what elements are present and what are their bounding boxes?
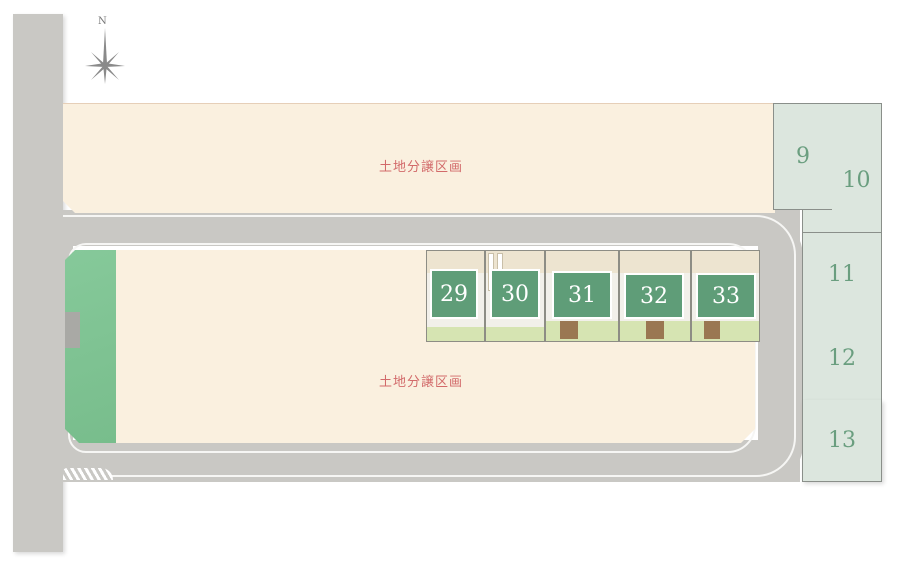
lawn-strip xyxy=(546,321,618,341)
road-line-outer xyxy=(63,215,796,477)
compass-rose-icon xyxy=(85,28,125,84)
lot-33-number: 33 xyxy=(712,283,740,309)
land-plot-north-label: 土地分譲区画 xyxy=(379,160,464,175)
lot-10-number: 10 xyxy=(842,168,871,193)
house-29-footprint: 29 xyxy=(430,269,478,319)
lot-13[interactable]: 13 xyxy=(802,400,882,482)
house-32-footprint: 32 xyxy=(624,273,684,319)
house-31-footprint: 31 xyxy=(552,271,612,319)
lawn-strip xyxy=(427,327,484,341)
parking-area xyxy=(427,251,484,273)
lot-31-number: 31 xyxy=(568,282,596,308)
lot-9[interactable]: 9 xyxy=(773,103,833,210)
lot-32-number: 32 xyxy=(640,283,668,309)
lot-29-number: 29 xyxy=(440,281,468,307)
lawn-strip xyxy=(486,327,544,341)
compass-north-label: N xyxy=(98,16,107,27)
parking-area xyxy=(692,251,759,273)
land-plot-south-label: 土地分譲区画 xyxy=(379,375,464,390)
lot-30-number: 30 xyxy=(501,281,529,307)
park-structure xyxy=(65,312,80,348)
wood-deck xyxy=(646,321,664,339)
lot-12[interactable]: 12 xyxy=(802,316,882,401)
house-lot-33[interactable]: 33 xyxy=(691,250,760,342)
land-plot-north[interactable]: 土地分譲区画 xyxy=(63,103,775,213)
house-lots-row: 29 30 31 32 33 xyxy=(426,250,760,342)
lot-12-number: 12 xyxy=(828,345,856,371)
lot-9-number: 9 xyxy=(796,144,810,169)
house-lot-29[interactable]: 29 xyxy=(426,250,485,342)
house-33-footprint: 33 xyxy=(696,273,756,319)
wood-deck xyxy=(560,321,578,339)
lot-10[interactable]: 10 xyxy=(832,103,882,233)
parking-area xyxy=(620,251,690,273)
wood-deck xyxy=(704,321,720,339)
lot-11[interactable]: 11 xyxy=(802,232,882,317)
park-green-area[interactable] xyxy=(65,250,116,443)
road-west-vertical xyxy=(13,14,63,552)
lawn-strip xyxy=(692,321,759,341)
lot-10-lower-strip xyxy=(802,210,834,234)
house-lot-31[interactable]: 31 xyxy=(545,250,619,342)
hatched-corner-marking xyxy=(63,468,113,480)
house-30-footprint: 30 xyxy=(490,269,540,319)
parking-area xyxy=(546,251,618,273)
lot-11-number: 11 xyxy=(828,262,856,287)
house-lot-30[interactable]: 30 xyxy=(485,250,545,342)
lot-13-number: 13 xyxy=(828,428,856,453)
house-lot-32[interactable]: 32 xyxy=(619,250,691,342)
